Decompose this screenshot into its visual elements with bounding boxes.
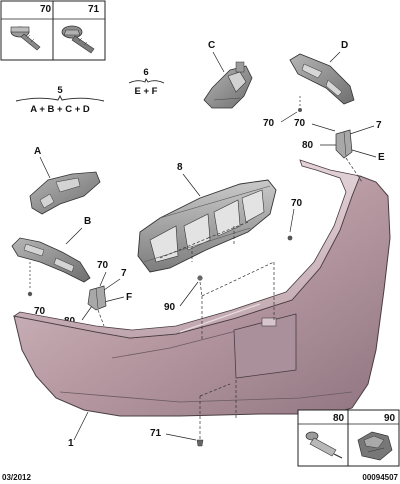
- group-6-formula: E + F: [135, 86, 158, 97]
- callout-f: F: [126, 292, 132, 303]
- part-d-bracket: D: [289, 40, 355, 112]
- callout-70-b: 70: [97, 260, 109, 271]
- callout-80-e: 80: [302, 140, 314, 151]
- callout-c: C: [208, 40, 215, 51]
- part-1-bumper-cover: [12, 159, 391, 417]
- callout-71-box: 71: [88, 4, 100, 15]
- clip-f-icon: [87, 285, 107, 311]
- screw-70-icon: [10, 26, 41, 51]
- callout-6: 6: [143, 67, 148, 78]
- dashed-leaders: [97, 157, 363, 444]
- footer-date: 03/2012: [2, 473, 31, 482]
- part-8-absorber: 8: [137, 162, 277, 273]
- footer-reference: 00094507: [362, 473, 398, 482]
- nut-70-mid-icon: [287, 235, 293, 241]
- callout-5: 5: [57, 85, 63, 96]
- callout-b: B: [84, 216, 91, 227]
- callout-80-box: 80: [333, 413, 345, 424]
- callout-d: D: [341, 40, 348, 51]
- callout-70-d: 70: [263, 118, 275, 129]
- hardware-box-bottom: 80 90: [297, 409, 400, 467]
- callout-1: 1: [68, 438, 74, 449]
- group-6-label: 6 E + F: [128, 67, 165, 97]
- part-b-bracket: B: [11, 216, 91, 297]
- callout-70-mid: 70: [291, 198, 303, 209]
- callout-70-box: 70: [40, 4, 52, 15]
- rivet-80-icon: [305, 431, 343, 459]
- clip-90-icon: [197, 275, 203, 281]
- hardware-box-top: 70 71: [0, 0, 106, 61]
- callout-70-e: 70: [294, 118, 306, 129]
- callout-7-f: 7: [121, 268, 127, 279]
- part-a-bracket: A: [29, 146, 101, 215]
- part-c-bracket: C: [203, 40, 253, 109]
- screw-71-icon: [61, 25, 95, 54]
- callout-70-left: 70: [34, 306, 46, 317]
- callout-90-box: 90: [384, 413, 396, 424]
- callout-7-e: 7: [376, 120, 382, 131]
- callout-71-bottom: 71: [150, 428, 162, 439]
- clip-90-box-icon: [357, 431, 393, 461]
- callout-e: E: [378, 152, 385, 163]
- callout-a: A: [34, 146, 41, 157]
- screw-71-bottom-icon: [196, 439, 204, 447]
- callout-90: 90: [164, 302, 176, 313]
- group-5-label: 5 A + B + C + D: [15, 85, 105, 115]
- group-5-formula: A + B + C + D: [30, 104, 90, 115]
- clip-e-icon: [335, 129, 353, 159]
- callout-8: 8: [177, 162, 183, 173]
